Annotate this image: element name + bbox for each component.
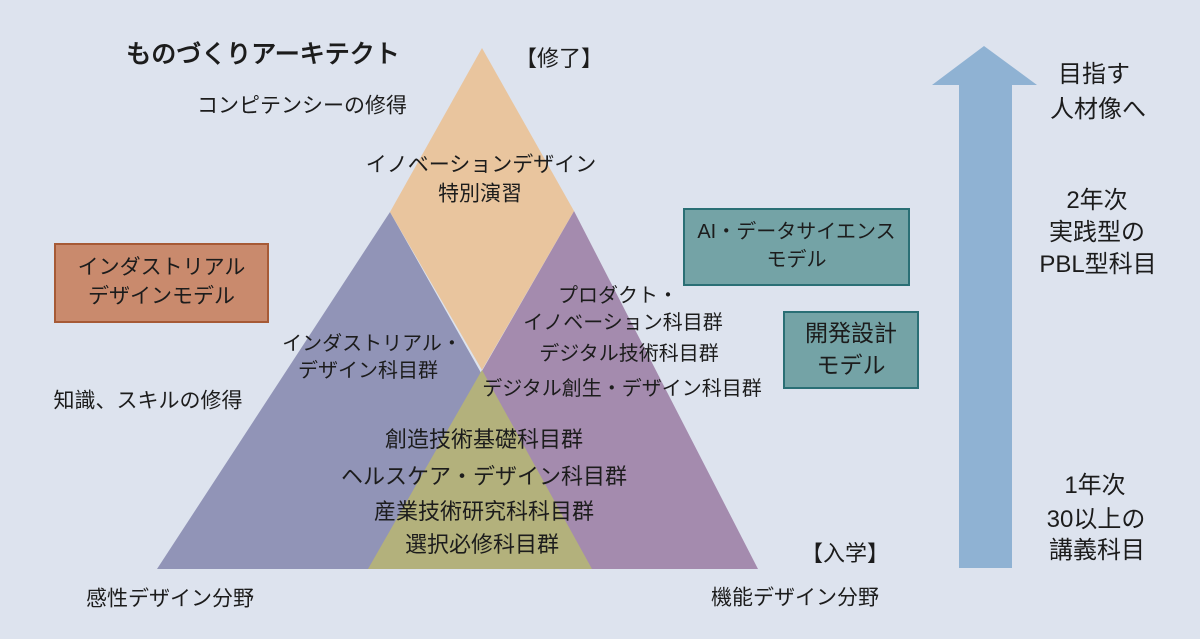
competency-label: コンピテンシーの修得 — [197, 94, 407, 118]
admission-label: 【入学】 — [800, 541, 890, 566]
industrial-design-model-box: インダストリアル デザインモデル — [54, 243, 269, 323]
dev-box-line1: 開発設計 — [805, 320, 897, 347]
year1-label-line3: 講義科目 — [1049, 537, 1145, 564]
ai-box-line2: モデル — [766, 249, 827, 271]
year2-label-line3: PBL型科目 — [1039, 251, 1157, 278]
industrial-box-line1: インダストリアル — [77, 256, 246, 280]
page-title: ものづくりアーキテクト — [126, 40, 400, 69]
development-design-model-box: 開発設計 モデル — [783, 311, 919, 389]
base-area-line4: 選択必修科目群 — [404, 532, 560, 557]
right-triangle-label-line4: デジタル創生・デザイン科目群 — [482, 378, 762, 400]
year2-label-line2: 実践型の — [1049, 219, 1145, 246]
kansei-field-label: 感性デザイン分野 — [86, 587, 254, 611]
right-triangle-label-line2: イノベーション科目群 — [523, 312, 723, 334]
up-arrow-shape — [932, 46, 1037, 568]
year2-label-line1: 2年次 — [1066, 187, 1128, 214]
industrial-box-line2: デザインモデル — [88, 285, 235, 308]
knowledge-skill-label: 知識、スキルの修得 — [53, 389, 243, 413]
center-triangle-label-line1: イノベーションデザイン — [365, 153, 597, 177]
year1-label-line1: 1年次 — [1064, 472, 1126, 499]
kinou-field-label: 機能デザイン分野 — [711, 586, 879, 610]
left-triangle-label-line1: インダストリアル・ — [282, 333, 462, 355]
center-triangle-shape — [390, 48, 574, 370]
goal-label-line2: 人材像へ — [1050, 96, 1146, 123]
dev-box-line2: モデル — [816, 352, 886, 378]
ai-box-line1: AI・データサイエンス — [697, 221, 896, 244]
ai-data-science-model-box: AI・データサイエンス モデル — [683, 208, 910, 286]
year1-label-line2: 30以上の — [1046, 506, 1146, 533]
center-triangle-label-line2: 特別演習 — [438, 182, 522, 206]
base-area-line3: 産業技術研究科科目群 — [373, 499, 595, 524]
completion-label: 【修了】 — [514, 46, 604, 71]
base-area-line2: ヘルスケア・デザイン科目群 — [340, 464, 628, 489]
right-triangle-label-line3: デジタル技術科目群 — [539, 343, 719, 365]
base-area-line1: 創造技術基礎科目群 — [384, 427, 584, 452]
left-triangle-label-line2: デザイン科目群 — [298, 360, 438, 382]
goal-label-line1: 目指す — [1058, 61, 1130, 88]
overlap-triangle-shape — [368, 370, 592, 569]
right-triangle-label-line1: プロダクト・ — [558, 285, 678, 307]
